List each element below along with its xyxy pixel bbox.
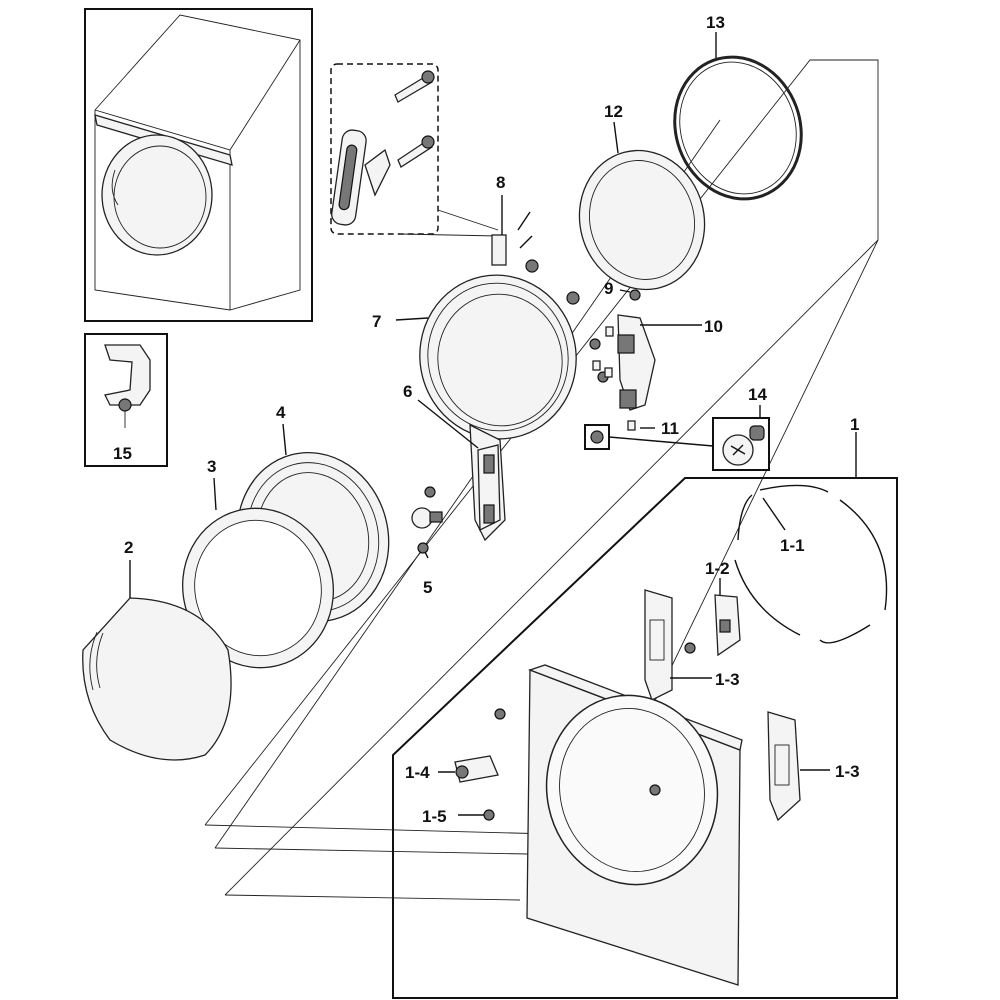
part-1-2-bracket [684,594,741,657]
part-1-4-switch [454,708,506,783]
front-panel [526,664,743,986]
leader-lines [129,32,857,816]
callout-15: 15 [113,444,132,463]
callout-1-5: 1-5 [422,807,447,826]
assembled-dryer-inset [84,8,313,322]
part-14-screw-detail [608,417,770,471]
part-3-door-trim-ring [182,507,334,669]
callout-labels: 1 1-1 1-2 1-3 1-3 1-4 1-5 2 3 4 5 6 7 8 … [113,13,860,826]
part-13-gasket-ring [673,55,803,201]
callout-9: 9 [604,279,613,298]
callout-1-1: 1-1 [780,536,805,555]
part-1-1-panel-ring [734,484,888,644]
part-1-3-bracket-left [644,589,673,701]
callout-1-3-right: 1-3 [835,762,860,781]
part-6-hinge-bracket [477,444,501,532]
callout-4: 4 [276,403,286,422]
callout-14: 14 [748,385,767,404]
callout-11: 11 [661,419,679,438]
part-1-3-bracket-right [767,711,801,822]
callout-2: 2 [124,538,133,557]
callout-3: 3 [207,457,216,476]
callout-1-4: 1-4 [405,763,430,782]
hinge-detail-inset [330,63,499,237]
callout-12: 12 [604,102,623,121]
part-10-latch [589,289,656,411]
callout-1-2: 1-2 [705,559,730,578]
part-5-screws [411,486,443,554]
callout-6: 6 [403,382,412,401]
part-8-hinge-pin [491,211,580,305]
part-2-door-cover [82,597,232,761]
callout-13: 13 [706,13,725,32]
callout-7: 7 [372,312,381,331]
part-1-5-screw [483,809,495,821]
clip-inset [84,333,168,467]
part-12-door-glass [578,149,706,291]
callout-1: 1 [850,415,859,434]
callout-5: 5 [423,578,432,597]
callout-10: 10 [704,317,723,336]
part-11-strike [584,420,636,450]
callout-8: 8 [496,173,505,192]
front-panel-assembly-box [392,477,898,999]
callout-1-3-left: 1-3 [715,670,740,689]
